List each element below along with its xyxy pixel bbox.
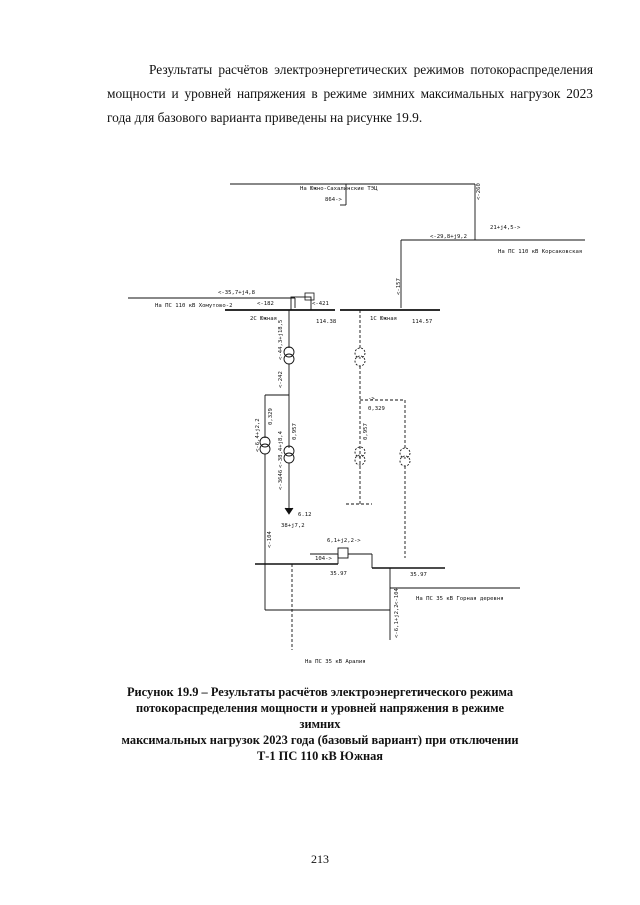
label-f21: 21+j4,5-> <box>490 225 521 231</box>
bus-coupler-35 <box>337 547 349 559</box>
label-v35r: 35.97 <box>410 572 427 578</box>
label-bus2c: 2С Южная <box>250 316 277 322</box>
label-f29: <-29,8+j9,2 <box>430 234 467 240</box>
label-v1c: 114.57 <box>412 319 432 325</box>
label-f421: <-421 <box>312 301 329 307</box>
label-f104: <-104 <box>267 531 273 548</box>
label-v6: 6.12 <box>298 512 311 518</box>
label-t-left-ratio: 0,329 <box>268 408 274 425</box>
page-number: 213 <box>311 852 329 866</box>
label-f61b: <-6,1+j2,2 <box>394 604 400 638</box>
label-t2-flow: <-38,4+j8,4 <box>278 430 284 468</box>
label-t2-ratio: 0,957 <box>292 423 298 440</box>
label-f104b: 104-> <box>315 556 332 562</box>
label-f157: <-157 <box>396 278 402 295</box>
label-f-dash-ratio2: 0,957 <box>363 423 369 440</box>
label-f61: 6,1+j2,2-> <box>327 538 361 544</box>
sectional-breaker <box>290 296 312 311</box>
label-to-araliya: На ПС 35 кВ Аралия <box>305 659 366 665</box>
t2-winding-hv <box>283 346 295 358</box>
intro-text: Результаты расчётов электроэнергетически… <box>107 62 593 125</box>
intro-paragraph: Результаты расчётов электроэнергетически… <box>107 58 593 130</box>
label-f357: <-35,7+j4,8 <box>218 290 256 296</box>
figure-caption: Рисунок 19.9 – Результаты расчётов элект… <box>120 684 520 764</box>
label-t-left-flow: <-6,4+j2,2 <box>255 418 261 452</box>
label-f864: 864-> <box>325 197 342 203</box>
label-v35l: 35.97 <box>330 571 347 577</box>
label-t2-i: <-3646 <box>278 470 284 490</box>
label-v2c: 114.38 <box>316 319 337 325</box>
label-f-dash: -> <box>368 396 375 402</box>
label-to-tec: На Южно-Сахалинские ТЭЦ <box>300 186 378 192</box>
label-to-gornaya: На ПС 35 кВ Горная деревня <box>416 596 504 602</box>
label-f104c: <-104 <box>394 588 400 605</box>
label-f182: <-182 <box>257 301 274 307</box>
caption-line: Т-1 ПС 110 кВ Южная <box>257 749 383 763</box>
label-f260: <-260 <box>476 183 482 200</box>
label-to-khomutovo: На ПС 110 кВ Хомутово-2 <box>155 303 232 309</box>
label-t1-i: <-242 <box>278 371 284 388</box>
label-t1-flow: <-44,3+j18,5 <box>278 320 284 360</box>
label-bus1c: 1С Южная <box>370 316 397 322</box>
label-f-dash-ratio: 0,329 <box>368 406 385 412</box>
caption-line: максимальных нагрузок 2023 года (базовый… <box>121 733 519 747</box>
caption-line: потокораспределения мощности и уровней н… <box>135 701 505 731</box>
t2-winding-mv <box>283 445 295 457</box>
caption-line: Рисунок 19.9 – Результаты расчётов элект… <box>126 685 514 699</box>
label-load6: 38+j7,2 <box>281 523 305 529</box>
label-to-korsak: На ПС 110 кВ Корсаковская <box>498 249 582 255</box>
